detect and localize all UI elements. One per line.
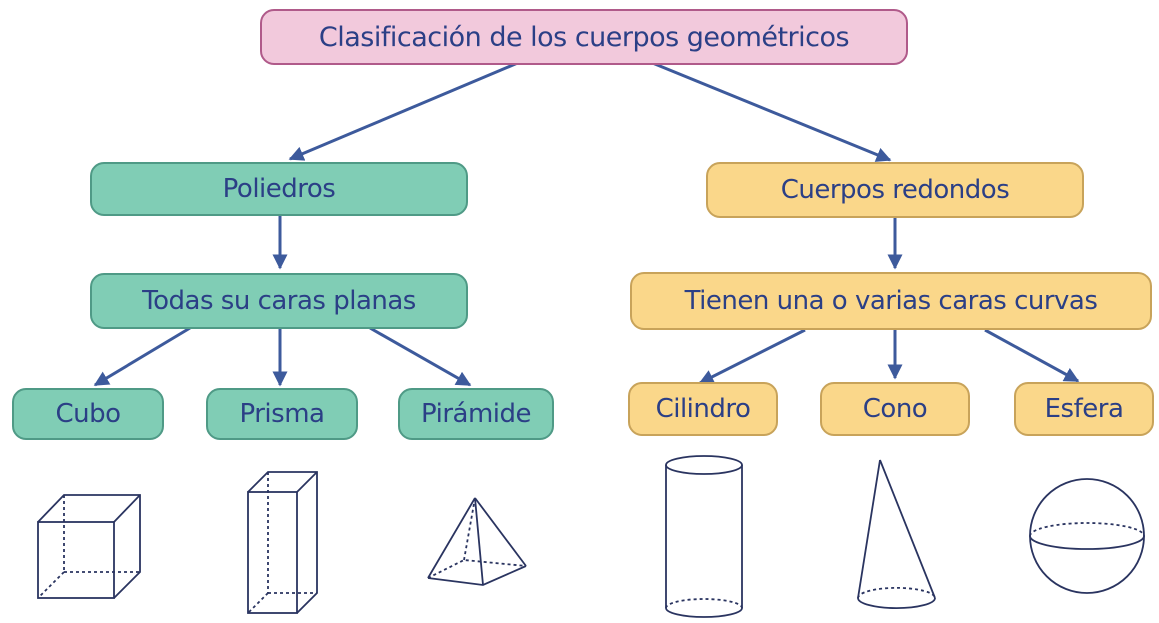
pyramid-figure xyxy=(427,497,527,586)
cubo-node: Cubo xyxy=(12,388,164,440)
poliedros-property-node: Todas su caras planas xyxy=(90,273,468,329)
cono-node: Cono xyxy=(820,382,970,436)
arrow-property-to-esfera xyxy=(984,328,1080,383)
arrow-property-to-piramide xyxy=(369,326,472,387)
poliedros-node: Poliedros xyxy=(90,162,468,216)
prisma-node: Prisma xyxy=(206,388,358,440)
cone-figure xyxy=(857,459,936,610)
cono-label: Cono xyxy=(862,394,928,424)
poliedros-property-label: Todas su caras planas xyxy=(142,286,416,316)
prism-figure xyxy=(247,471,318,614)
arrow-property-to-cilindro xyxy=(698,328,806,385)
cylinder-figure xyxy=(665,455,743,618)
esfera-label: Esfera xyxy=(1044,394,1124,424)
arrow-root-to-poliedros xyxy=(288,60,521,161)
arrow-property-to-cubo xyxy=(93,326,191,387)
redondos-node: Cuerpos redondos xyxy=(706,162,1084,218)
root-node: Clasificación de los cuerpos geométricos xyxy=(260,9,908,65)
redondos-property-label: Tienen una o varias caras curvas xyxy=(684,286,1098,316)
cilindro-label: Cilindro xyxy=(655,394,751,424)
arrow-root-to-redondos xyxy=(649,60,892,162)
redondos-property-node: Tienen una o varias caras curvas xyxy=(630,272,1152,330)
cube-figure xyxy=(37,494,141,599)
piramide-node: Pirámide xyxy=(398,388,554,440)
root-label: Clasificación de los cuerpos geométricos xyxy=(318,21,850,53)
prisma-label: Prisma xyxy=(239,399,325,429)
redondos-label: Cuerpos redondos xyxy=(780,175,1010,205)
cubo-label: Cubo xyxy=(55,399,121,429)
cilindro-node: Cilindro xyxy=(628,382,778,436)
esfera-node: Esfera xyxy=(1014,382,1154,436)
poliedros-label: Poliedros xyxy=(222,174,336,204)
piramide-label: Pirámide xyxy=(420,399,532,429)
sphere-figure xyxy=(1029,478,1145,594)
